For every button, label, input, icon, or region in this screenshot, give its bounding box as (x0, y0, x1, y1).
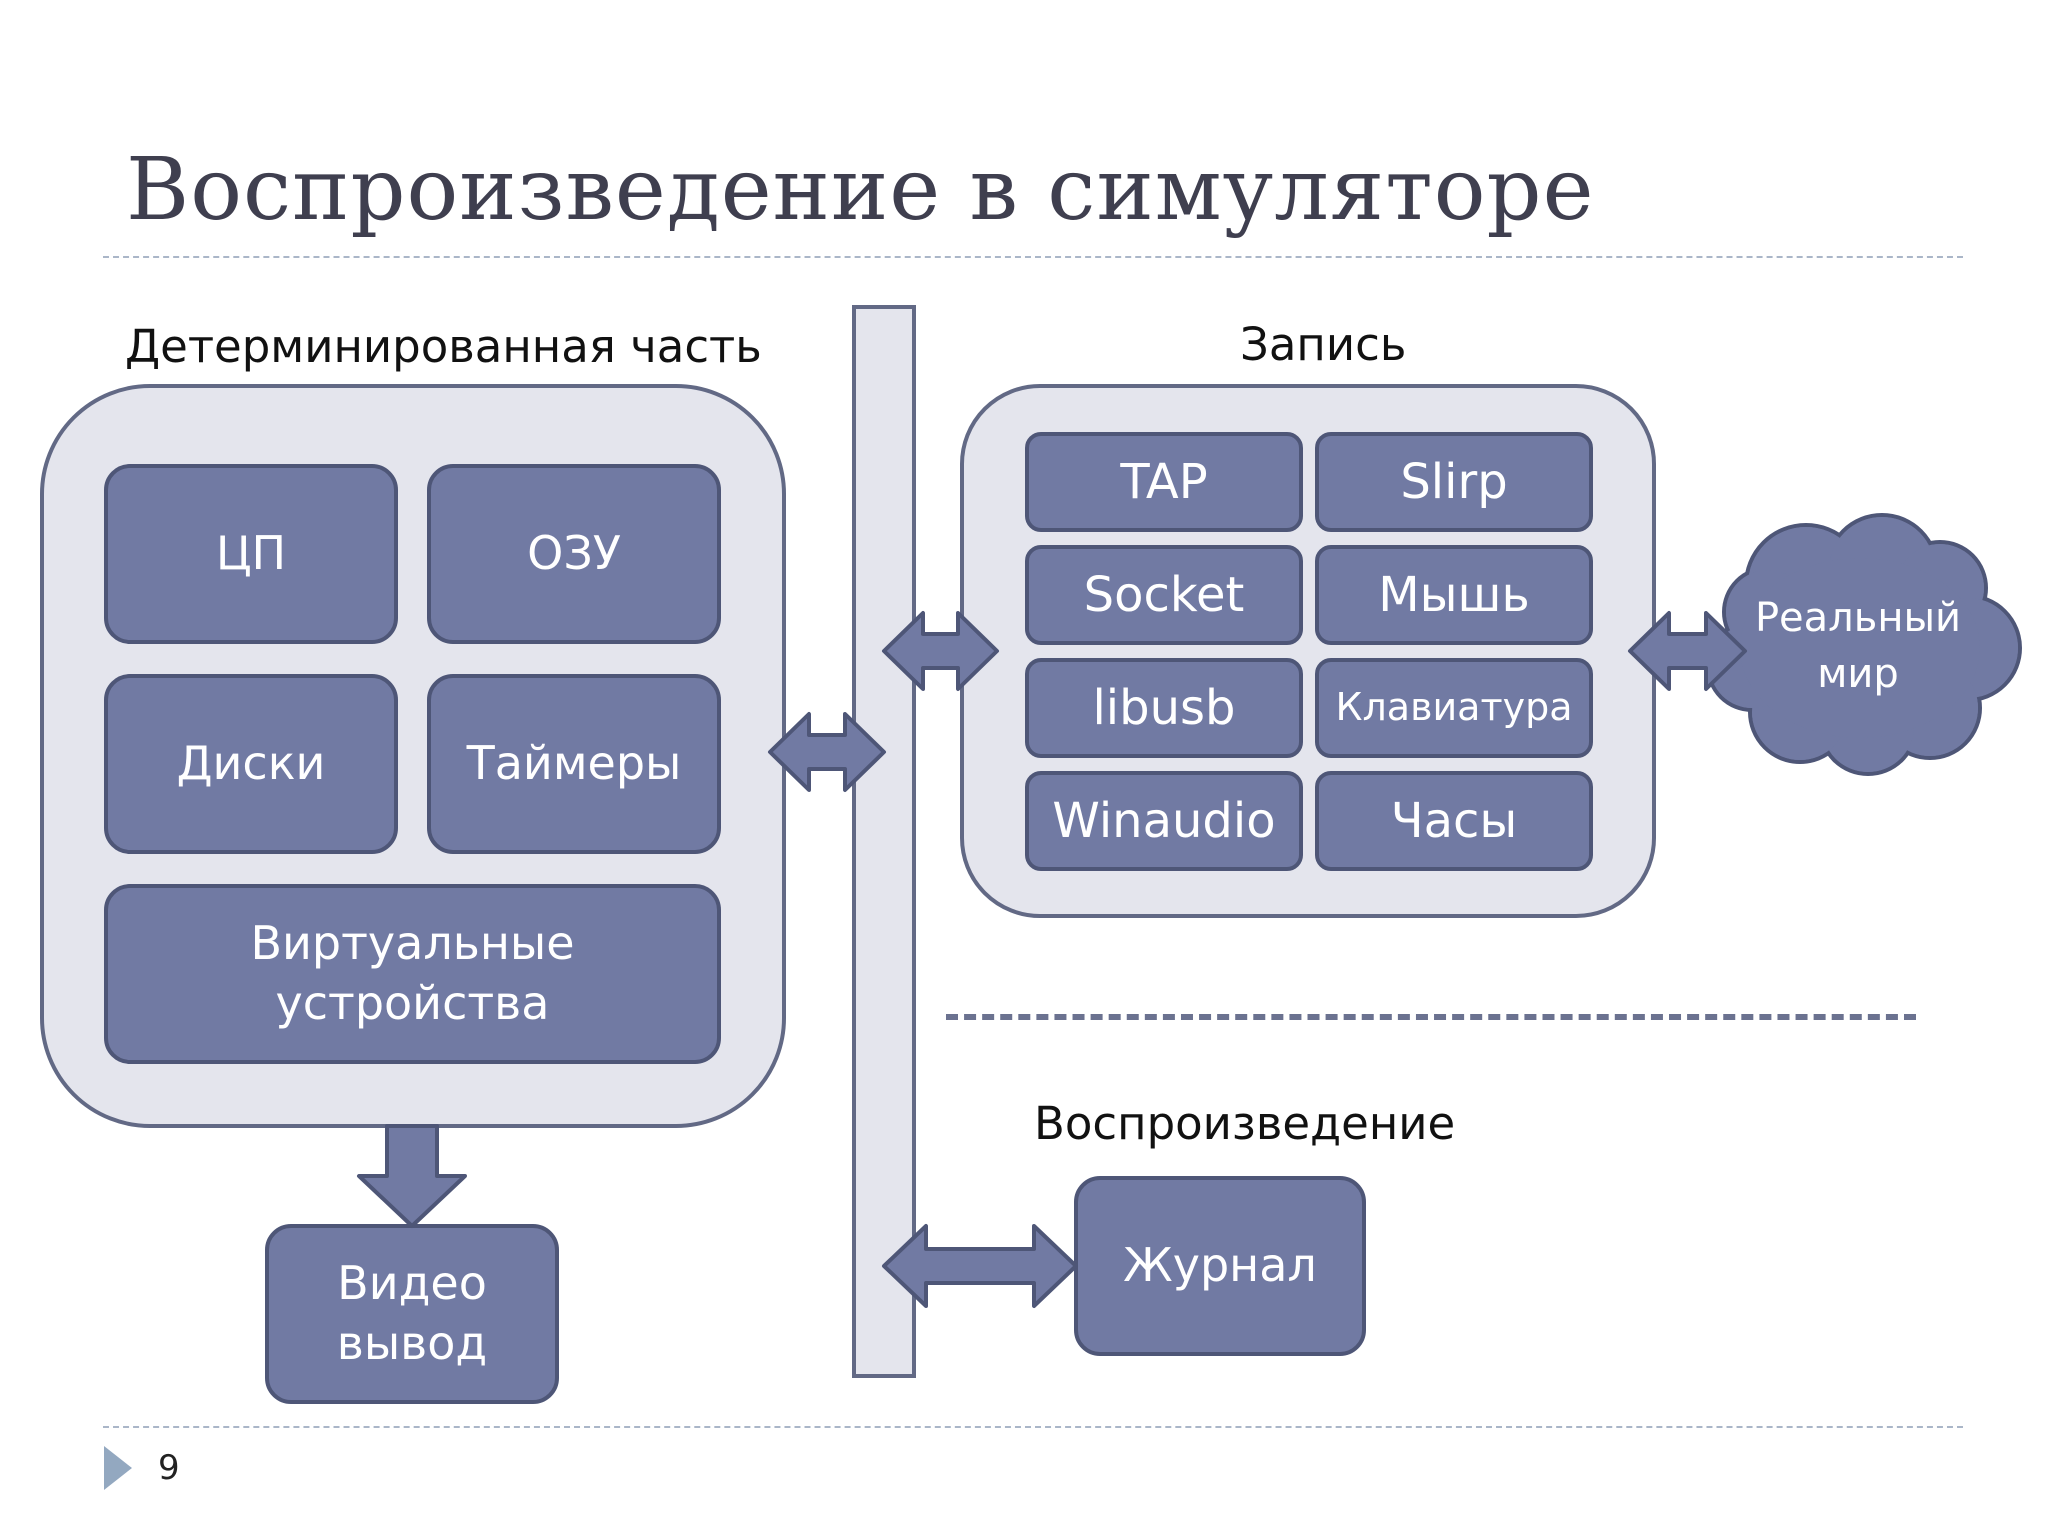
video-output-arrow (357, 1124, 467, 1228)
bus-log-arrow (882, 1224, 1078, 1308)
virtual-devices-label: Виртуальные устройства (250, 916, 575, 1030)
cpu-block: ЦП (104, 464, 398, 644)
socket-block: Socket (1025, 545, 1303, 645)
disks-block: Диски (104, 674, 398, 854)
socket-label: Socket (1083, 566, 1245, 623)
replay-section-label: Воспроизведение (1034, 1097, 1456, 1150)
record-section-label: Запись (1240, 318, 1407, 371)
ram-label: ОЗУ (527, 526, 621, 581)
mouse-block: Мышь (1315, 545, 1593, 645)
tap-block: TAP (1025, 432, 1303, 532)
keyboard-block: Клавиатура (1315, 658, 1593, 758)
slirp-block: Slirp (1315, 432, 1593, 532)
slide-title: Воспроизведение в симуляторе (126, 140, 1595, 240)
libusb-block: libusb (1025, 658, 1303, 758)
disks-label: Диски (176, 736, 326, 791)
mouse-label: Мышь (1378, 566, 1530, 623)
record-replay-separator (946, 1014, 1916, 1020)
cpu-label: ЦП (215, 526, 287, 581)
record-real-world-arrow (1628, 611, 1747, 691)
title-divider (103, 256, 1963, 258)
libusb-label: libusb (1092, 679, 1236, 736)
winaudio-block: Winaudio (1025, 771, 1303, 871)
video-output-label: Видео вывод (336, 1256, 488, 1370)
page-number: 9 (158, 1448, 180, 1488)
timers-block: Таймеры (427, 674, 721, 854)
video-output-block: Видео вывод (265, 1224, 559, 1404)
ram-block: ОЗУ (427, 464, 721, 644)
tap-label: TAP (1120, 453, 1208, 510)
slirp-label: Slirp (1400, 453, 1508, 510)
page-marker-icon (104, 1446, 132, 1490)
timers-label: Таймеры (466, 736, 682, 791)
clock-label: Часы (1390, 792, 1518, 849)
deterministic-section-label: Детерминированная часть (125, 320, 762, 373)
clock-block: Часы (1315, 771, 1593, 871)
footer-divider (103, 1426, 1963, 1428)
deterministic-bus-arrow (768, 712, 886, 792)
log-label: Журнал (1123, 1238, 1317, 1293)
virtual-devices-block: Виртуальные устройства (104, 884, 721, 1064)
winaudio-label: Winaudio (1052, 792, 1276, 849)
bus-record-arrow (882, 611, 999, 691)
real-world-label: Реальный мир (1754, 595, 1962, 697)
central-bus (852, 305, 916, 1378)
keyboard-label: Клавиатура (1335, 685, 1573, 730)
